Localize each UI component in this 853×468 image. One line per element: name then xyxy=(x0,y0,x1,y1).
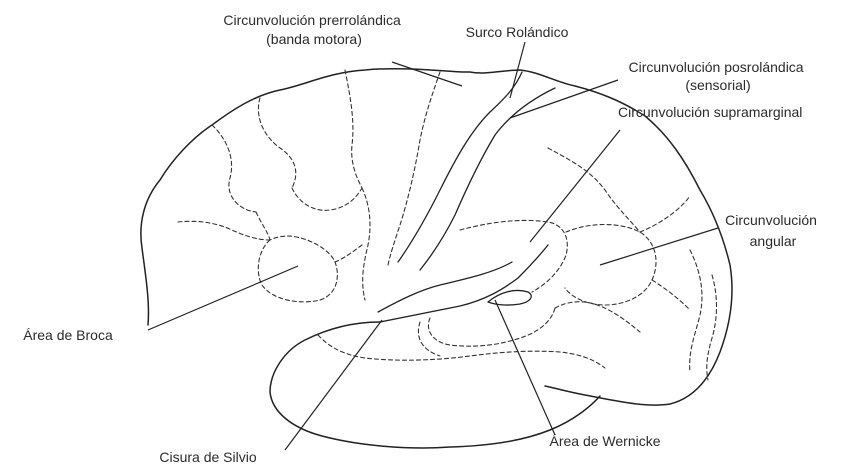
parietal-sulcus-1 xyxy=(547,147,641,233)
leader-postcentral xyxy=(509,79,619,119)
frontal-gyrus-4 xyxy=(344,69,363,189)
frontal-gyrus-5 xyxy=(361,187,371,301)
label-broca-area: Área de Broca xyxy=(23,327,113,343)
leader-broca xyxy=(147,265,299,331)
leader-rolandic xyxy=(509,41,526,99)
label-precentral-line2: (banda motora) xyxy=(266,31,362,47)
central-sulcus xyxy=(397,71,523,263)
label-postcentral-line1: Circunvolución posrolándica xyxy=(629,59,804,75)
broca-region-side xyxy=(334,244,363,263)
temporal-lobe-outline xyxy=(269,321,601,449)
label-sylvian-fissure: Cisura de Silvio xyxy=(159,449,256,465)
label-rolandic-sulcus: Surco Rolándico xyxy=(466,24,569,40)
precentral-sulcus xyxy=(387,71,441,266)
temporal-gyrus-2 xyxy=(427,307,556,347)
label-precentral-gyrus: Circunvolución prerrolándica (banda moto… xyxy=(223,12,404,47)
label-precentral-line1: Circunvolución prerrolándica xyxy=(223,12,401,28)
leader-silvio xyxy=(284,319,383,451)
label-angular-line2: angular xyxy=(750,233,797,249)
occipital-gyrus-1 xyxy=(689,249,703,373)
parietal-sulcus-3 xyxy=(651,279,691,311)
label-angular-line1: Circunvolución xyxy=(725,212,817,228)
postcentral-sulcus xyxy=(419,87,556,271)
leader-supramarginal xyxy=(529,129,621,243)
frontal-gyrus-1 xyxy=(257,97,297,189)
broca-region-top xyxy=(255,211,271,241)
frontal-gyrus-3 xyxy=(291,187,363,211)
label-wernicke-area: Área de Wernicke xyxy=(549,433,660,449)
label-postcentral-line2: (sensorial) xyxy=(685,77,750,93)
label-angular-gyrus: Circunvolución angular xyxy=(725,212,821,249)
supramarginal-outline xyxy=(459,219,568,293)
superior-temporal-sulcus xyxy=(487,289,532,306)
temporal-gyrus-1 xyxy=(317,334,606,369)
sylvian-fissure-inner xyxy=(377,261,513,313)
label-postcentral-gyrus: Circunvolución posrolándica (sensorial) xyxy=(629,59,808,93)
broca-region xyxy=(257,235,338,303)
angular-outline xyxy=(564,224,657,306)
occipital-gyrus-2 xyxy=(706,274,717,381)
leader-wernicke xyxy=(494,299,556,436)
label-supramarginal-gyrus: Circunvolución supramarginal xyxy=(618,104,802,120)
brain-outline xyxy=(140,67,733,406)
leader-precentral xyxy=(391,61,463,87)
temporal-gyrus-4 xyxy=(554,301,641,333)
temporal-gyrus-3 xyxy=(417,321,441,357)
frontal-gyrus-2 xyxy=(211,124,257,213)
leader-angular xyxy=(599,227,719,266)
sylvian-fissure xyxy=(379,244,549,323)
parietal-sulcus-2 xyxy=(639,195,691,233)
broca-region-front xyxy=(177,220,271,241)
